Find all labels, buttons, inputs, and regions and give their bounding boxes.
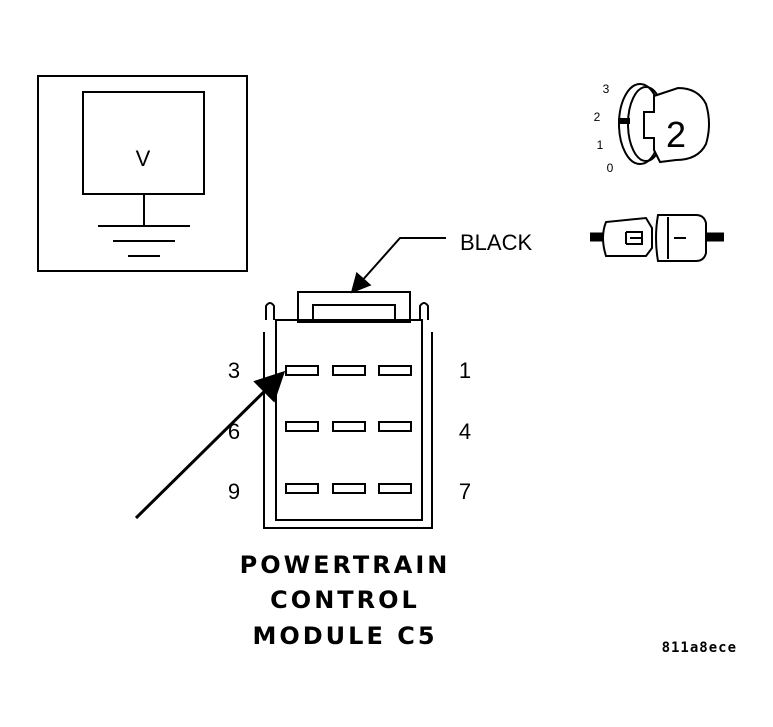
ignition-position-0: 0 [607, 161, 614, 175]
cavity-6 [285, 421, 319, 432]
cavity-5 [332, 421, 366, 432]
voltmeter-symbol: V [136, 146, 151, 171]
callout-leader [350, 237, 446, 294]
connector-title-line-3: MODULE C5 [252, 622, 437, 650]
pin-label-3: 3 [228, 358, 240, 383]
ground-icon [98, 194, 190, 257]
pin-label-1: 1 [459, 358, 471, 383]
figure-code: 811a8ece [662, 640, 737, 656]
connector-title-line-2: CONTROL [270, 586, 420, 614]
connector-cavities [285, 365, 412, 494]
cavity-4 [378, 421, 412, 432]
cavity-1 [378, 365, 412, 376]
voltmeter-display [82, 91, 205, 195]
ignition-selected-position: 2 [666, 114, 686, 155]
connector-title-line-1: POWERTRAIN [240, 551, 451, 579]
wire-color-callout: BLACK [350, 230, 532, 294]
voltmeter-icon: V [37, 75, 248, 272]
pin-label-4: 4 [459, 419, 471, 444]
wire-color-label: BLACK [460, 230, 532, 255]
connector-title: POWERTRAIN CONTROL MODULE C5 [240, 551, 451, 650]
ignition-position-1: 1 [597, 138, 604, 152]
voltmeter-frame [37, 75, 248, 272]
pin-label-9: 9 [228, 479, 240, 504]
cavity-7 [378, 483, 412, 494]
pin-labels: 3 1 6 4 9 7 [228, 358, 471, 504]
key-icon [618, 83, 710, 165]
cavity-2 [332, 365, 366, 376]
cavity-9 [285, 483, 319, 494]
probe-arrow [134, 370, 286, 520]
cavity-3 [285, 365, 319, 376]
cavity-8 [332, 483, 366, 494]
ignition-position-3: 3 [603, 82, 610, 96]
connector-body [263, 291, 433, 529]
back-probe-icon [590, 214, 724, 262]
ignition-position-2: 2 [594, 110, 601, 124]
ignition-switch-icon: 3 2 1 0 2 [594, 82, 710, 175]
pin-label-7: 7 [459, 479, 471, 504]
